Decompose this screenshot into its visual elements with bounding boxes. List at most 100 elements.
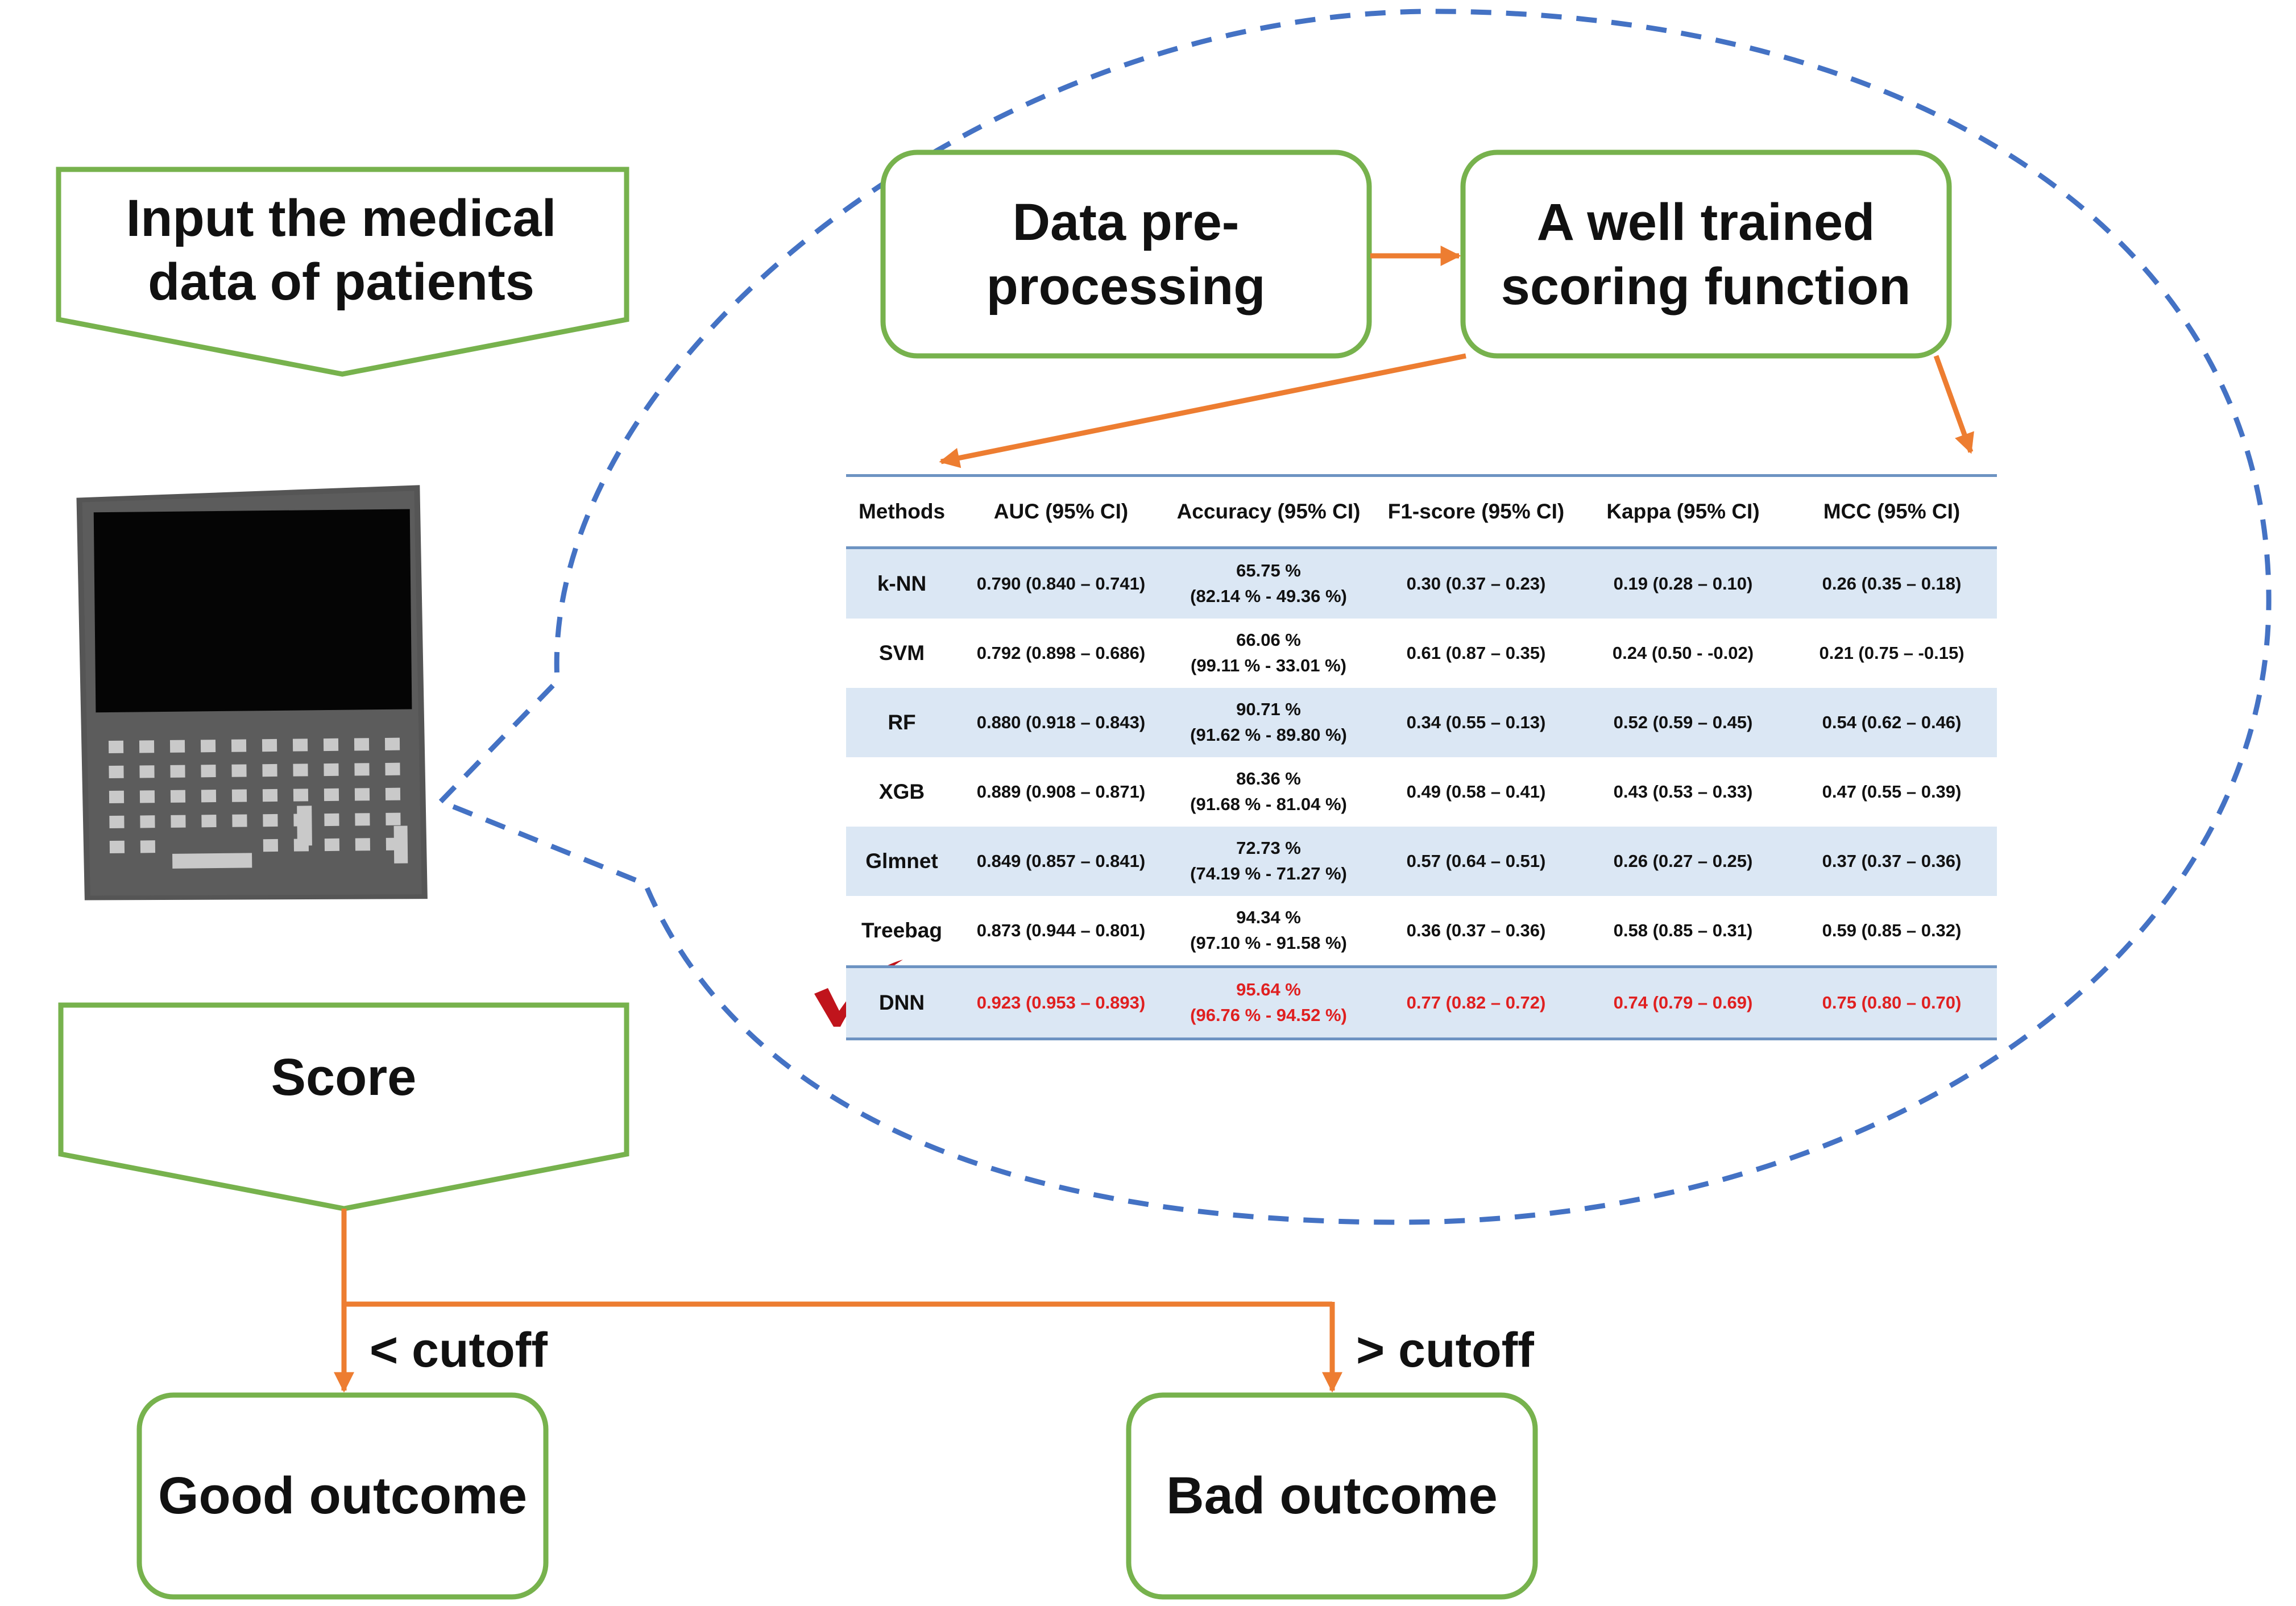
table-row: Treebag 0.873 (0.944 – 0.801) 94.34 %(97…: [846, 896, 1997, 967]
model-comparison-table: Methods AUC (95% CI) Accuracy (95% CI) F…: [846, 474, 1997, 1040]
keypad-key: [109, 790, 125, 804]
keypad-key: [385, 787, 401, 800]
accuracy-ci: (91.62 % - 89.80 %): [1190, 725, 1347, 745]
handheld-computer-icon: [76, 485, 428, 900]
keypad-key: [324, 788, 339, 802]
keypad-key: [139, 790, 155, 803]
f1-cell: 0.30 (0.37 – 0.23): [1373, 547, 1580, 619]
keypad-key: [354, 763, 370, 776]
table-row-best: DNN 0.923 (0.953 – 0.893) 95.64 %(96.76 …: [846, 965, 1997, 1040]
kappa-cell: 0.74 (0.79 – 0.69): [1580, 965, 1787, 1040]
auc-cell: 0.849 (0.857 – 0.841): [958, 827, 1164, 896]
keypad-key: [109, 815, 125, 829]
header-kappa: Kappa (95% CI): [1580, 474, 1787, 549]
method-cell: RF: [846, 688, 958, 757]
kappa-cell: 0.58 (0.85 – 0.31): [1613, 920, 1753, 940]
mcc-cell: 0.47 (0.55 – 0.39): [1822, 781, 1962, 802]
keypad-key: [232, 814, 247, 827]
accuracy-cell: 66.06 %(99.11 % - 33.01 %): [1164, 619, 1373, 688]
keypad-key: [140, 815, 155, 828]
auc-cell: 0.889 (0.908 – 0.871): [976, 781, 1146, 802]
auc-cell: 0.880 (0.918 – 0.843): [958, 688, 1164, 757]
arrow-scoring-to-table-right: [1933, 355, 1974, 454]
f1-cell: 0.61 (0.87 – 0.35): [1406, 642, 1546, 663]
keypad-key: [292, 738, 308, 752]
method-cell: Glmnet: [846, 827, 958, 896]
keypad-key: [355, 813, 370, 826]
keypad-key: [109, 840, 125, 854]
score-box-shape: [58, 1002, 629, 1211]
accuracy-cell: 86.36 %(91.68 % - 81.04 %): [1164, 757, 1373, 827]
method-cell: k-NN: [846, 547, 958, 619]
accuracy-cell: 65.75 %(82.14 % - 49.36 %): [1164, 547, 1373, 619]
keypad-key: [324, 763, 339, 777]
keypad-key: [170, 765, 185, 778]
auc-cell: 0.873 (0.944 – 0.801): [976, 920, 1146, 940]
table-row: RF 0.880 (0.918 – 0.843) 90.71 % (91.62 %…: [846, 688, 1997, 757]
good-outcome-box-shape: [136, 1392, 549, 1600]
keypad-key: [139, 765, 155, 778]
mcc-cell: 0.54 (0.62 – 0.46): [1787, 688, 1997, 757]
header-accuracy: Accuracy (95% CI): [1164, 474, 1373, 549]
auc-cell: 0.792 (0.898 – 0.686): [976, 642, 1146, 663]
f1-cell: 0.77 (0.82 – 0.72): [1373, 965, 1580, 1040]
f1-cell: 0.49 (0.58 – 0.41): [1406, 781, 1546, 802]
mcc-cell: 0.75 (0.80 – 0.70): [1787, 965, 1997, 1040]
keypad-key: [263, 814, 278, 827]
header-auc: AUC (95% CI): [958, 474, 1164, 549]
accuracy-cell: 72.73 %(74.19 % - 71.27 %): [1164, 827, 1373, 896]
keypad-key: [201, 790, 217, 803]
f1-cell: 0.34 (0.55 – 0.13): [1373, 688, 1580, 757]
accuracy-cell: 95.64 %(96.76 % - 94.52 %): [1164, 965, 1373, 1040]
speech-bubble-outline: [436, 9, 2272, 1225]
score-box-label: Score: [271, 1048, 417, 1106]
greater-cutoff-label: > cutoff: [1356, 1322, 1534, 1377]
keypad-key: [263, 839, 279, 852]
accuracy-ci: (82.14 % - 49.36 %): [1190, 586, 1347, 606]
bad-outcome-label: Bad outcome: [1166, 1467, 1498, 1525]
kappa-cell: 0.24 (0.50 - -0.02): [1612, 642, 1754, 663]
mcc-cell: 0.37 (0.37 – 0.36): [1787, 827, 1997, 896]
preprocess-box-shape: [880, 150, 1372, 359]
keypad-key: [201, 815, 217, 828]
accuracy-ci: (99.11 % - 33.01 %): [1191, 655, 1346, 675]
header-methods: Methods: [846, 474, 958, 549]
keypad-key: [354, 788, 370, 801]
header-f1: F1-score (95% CI): [1373, 474, 1580, 549]
keypad-key: [262, 738, 277, 752]
kappa-cell: 0.19 (0.28 – 0.10): [1580, 547, 1787, 619]
accuracy-value: 94.34 %: [1236, 907, 1301, 928]
accuracy-value: 72.73 %: [1236, 838, 1301, 858]
bad-outcome-box-shape: [1126, 1392, 1538, 1600]
accuracy-cell: 94.34 %(97.10 % - 91.58 %): [1164, 896, 1373, 967]
auc-cell: 0.790 (0.840 – 0.741): [958, 547, 1164, 619]
scoring-box-label: A well trained scoring function: [1501, 193, 1911, 316]
kappa-cell: 0.26 (0.27 – 0.25): [1580, 827, 1787, 896]
f1-cell: 0.36 (0.37 – 0.36): [1406, 920, 1546, 940]
table-row: k-NN 0.790 (0.840 – 0.741) 65.75 %(82.14…: [846, 547, 1997, 619]
keypad-key: [386, 812, 401, 825]
arrow-scoring-to-table-left: [939, 353, 1466, 468]
keypad-key: [354, 738, 370, 751]
accuracy-value: 90.71 %: [1236, 699, 1301, 720]
keypad-key: [231, 789, 247, 802]
input-box-label: Input the medical data of patients: [126, 189, 557, 311]
keypad-key: [201, 765, 216, 778]
mcc-cell: 0.59 (0.85 – 0.32): [1822, 920, 1962, 940]
keypad-key: [109, 765, 124, 779]
less-cutoff-label: < cutoff: [370, 1322, 548, 1377]
keypad-key: [262, 763, 277, 777]
keypad-key: [324, 813, 339, 827]
keypad-key: [108, 740, 124, 754]
keypad-key: [323, 738, 339, 752]
header-mcc: MCC (95% CI): [1787, 474, 1997, 549]
table-row: SVM 0.792 (0.898 – 0.686) 66.06 %(99.11 …: [846, 619, 1997, 688]
keypad-key: [231, 739, 247, 752]
keypad-key: [139, 740, 155, 753]
table-header-row: Methods AUC (95% CI) Accuracy (95% CI) F…: [846, 474, 1997, 549]
accuracy-cell: 90.71 % (91.62 % - 89.80 %): [1164, 688, 1373, 757]
mcc-cell: 0.21 (0.75 – -0.15): [1819, 642, 1965, 663]
keypad-key: [385, 762, 400, 775]
method-cell: XGB: [878, 780, 925, 804]
